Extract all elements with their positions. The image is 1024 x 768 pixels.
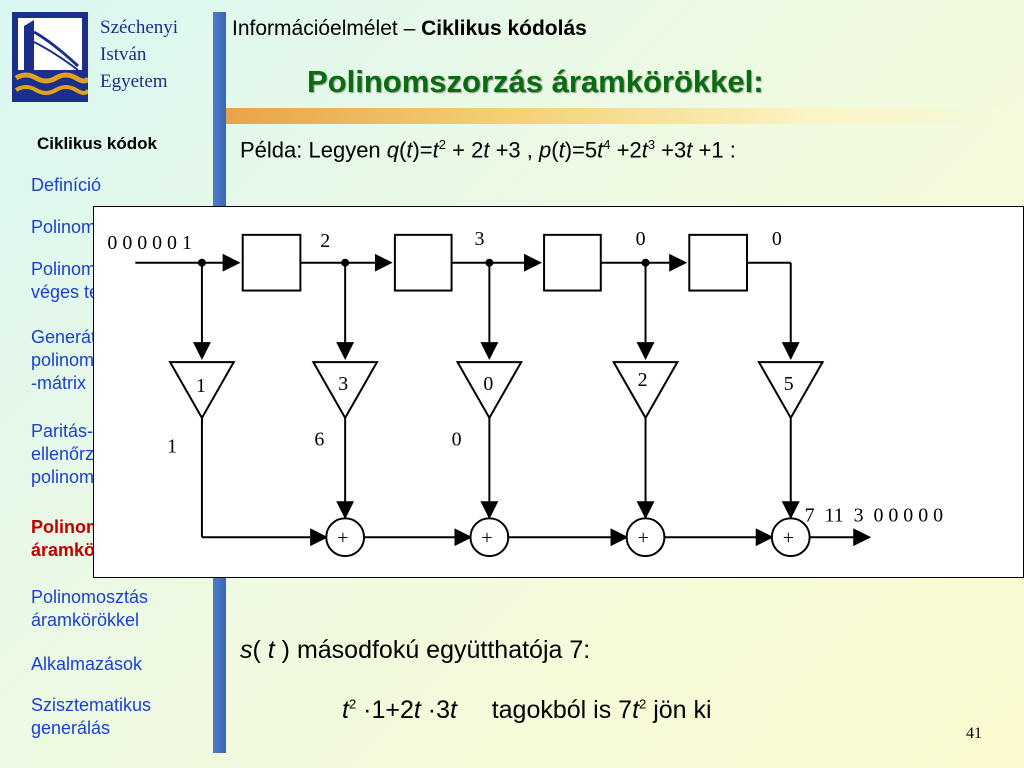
university-name-line: István (100, 44, 147, 65)
register-label: 3 (474, 228, 484, 250)
slide-title: Polinomszorzás áramkörökkel: (307, 64, 764, 99)
example-exp: 3 (647, 137, 656, 152)
terms-text: ·1+2 (356, 696, 414, 724)
multiplier-triangle (757, 361, 825, 420)
output-sequence: 7 11 3 0 0 0 0 0 (805, 504, 943, 526)
page-number: 41 (966, 725, 982, 742)
example-p: p (539, 137, 552, 163)
adder-circle (469, 517, 510, 558)
junction-dot (341, 258, 350, 267)
terms-var: t (342, 696, 349, 724)
terms-exp: 2 (348, 696, 357, 712)
sidebar-item-polinomosztas[interactable]: Polinomosztás áramkörökkel (31, 587, 149, 630)
example-var: t (558, 137, 565, 163)
example-term: +3 , (489, 137, 540, 163)
multiplier-triangle (455, 361, 523, 420)
example-var: t (406, 137, 413, 163)
sidebar-item-paritas-polinom[interactable]: Paritás- ellenőrző polinom (31, 421, 105, 487)
example-term: +3 (655, 137, 687, 163)
university-name-line: Széchenyi (100, 17, 179, 38)
result-line: s( t ) másodfokú együtthatója 7: (240, 636, 590, 665)
junction-dot (641, 258, 650, 267)
header-accent-bar (226, 108, 1012, 124)
junction-dot (197, 258, 206, 267)
example-var: t (432, 137, 439, 163)
terms-var: t (632, 696, 640, 724)
register-label: 2 (320, 230, 330, 252)
multiplier-triangle (168, 361, 236, 420)
terms-text: jön ki (646, 696, 712, 724)
example-var: t (686, 137, 693, 163)
university-logo (12, 12, 88, 102)
sidebar-item-alkalmazasok[interactable]: Alkalmazások (31, 654, 143, 674)
result-text: ) másodfokú együtthatója 7: (274, 636, 591, 664)
adder-circle (625, 517, 666, 558)
input-sequence: 0 0 0 0 0 1 (107, 232, 191, 254)
example-q: q (386, 137, 400, 163)
adder-plus: + (337, 527, 348, 549)
shift-register (393, 233, 453, 292)
example-term: +2 (610, 137, 642, 163)
coefficient-label: 1 (196, 375, 206, 397)
adder-plus: + (481, 527, 492, 549)
product-label: 6 (314, 429, 324, 451)
example-lead: Példa: Legyen (240, 137, 387, 163)
result-var: t (267, 636, 275, 664)
coefficient-label: 5 (784, 373, 794, 395)
sidebar-item-definicio[interactable]: Definíció (31, 175, 102, 195)
example-exp: 2 (438, 137, 447, 152)
terms-var: t (450, 696, 457, 724)
example-term: +1 : (692, 137, 736, 163)
example-var: t (597, 137, 604, 163)
terms-line: t2 ·1+2t ·3t tagokból is 7t2 jön ki (342, 696, 712, 725)
shift-register (543, 233, 602, 292)
result-s: s (240, 636, 253, 664)
course-name: Információelmélet – (232, 17, 422, 40)
example-term: + 2 (446, 137, 484, 163)
example-var: t (483, 137, 490, 163)
adder-circle (770, 517, 811, 558)
multiplier-triangle (311, 361, 379, 420)
example-var: t (641, 137, 648, 163)
multiplier-circuit-diagram: 0 0 0 0 0 1 2 3 0 0 1 3 0 2 5 1 6 0 + + … (93, 206, 1024, 578)
example-eq: )= (412, 137, 433, 163)
terms-exp: 2 (639, 696, 647, 712)
example-exp: 4 (603, 137, 611, 152)
product-label: 1 (167, 436, 177, 458)
terms-text: tagokból is 7 (456, 696, 633, 724)
shift-register (688, 233, 748, 292)
register-label: 0 (772, 228, 782, 250)
adder-plus: + (783, 527, 794, 549)
university-name: Széchenyi István Egyetem (100, 14, 178, 95)
coefficient-label: 0 (483, 373, 493, 395)
result-paren: ( (252, 636, 268, 664)
multiplier-triangle (611, 361, 680, 420)
sidebar-title: Ciklikus kódok (37, 134, 157, 153)
course-topic: Ciklikus kódolás (421, 17, 587, 40)
course-title: Információelmélet – Ciklikus kódolás (232, 17, 587, 41)
example-line: Példa: Legyen q(t)=t2 + 2t +3 , p(t)=5t4… (240, 137, 736, 163)
product-label: 0 (452, 429, 462, 451)
university-name-line: Egyetem (100, 71, 168, 92)
shift-register (241, 233, 302, 292)
sidebar-item-szisztematikus[interactable]: Szisztematikus generálás (31, 695, 152, 738)
adder-plus: + (638, 527, 649, 549)
terms-text: ·3 (420, 696, 451, 724)
adder-circle (325, 517, 366, 558)
junction-dot (485, 258, 494, 267)
register-label: 0 (636, 228, 646, 250)
coefficient-label: 2 (638, 369, 648, 391)
example-eq: )=5 (564, 137, 598, 163)
coefficient-label: 3 (338, 373, 348, 395)
terms-var: t (413, 696, 421, 724)
